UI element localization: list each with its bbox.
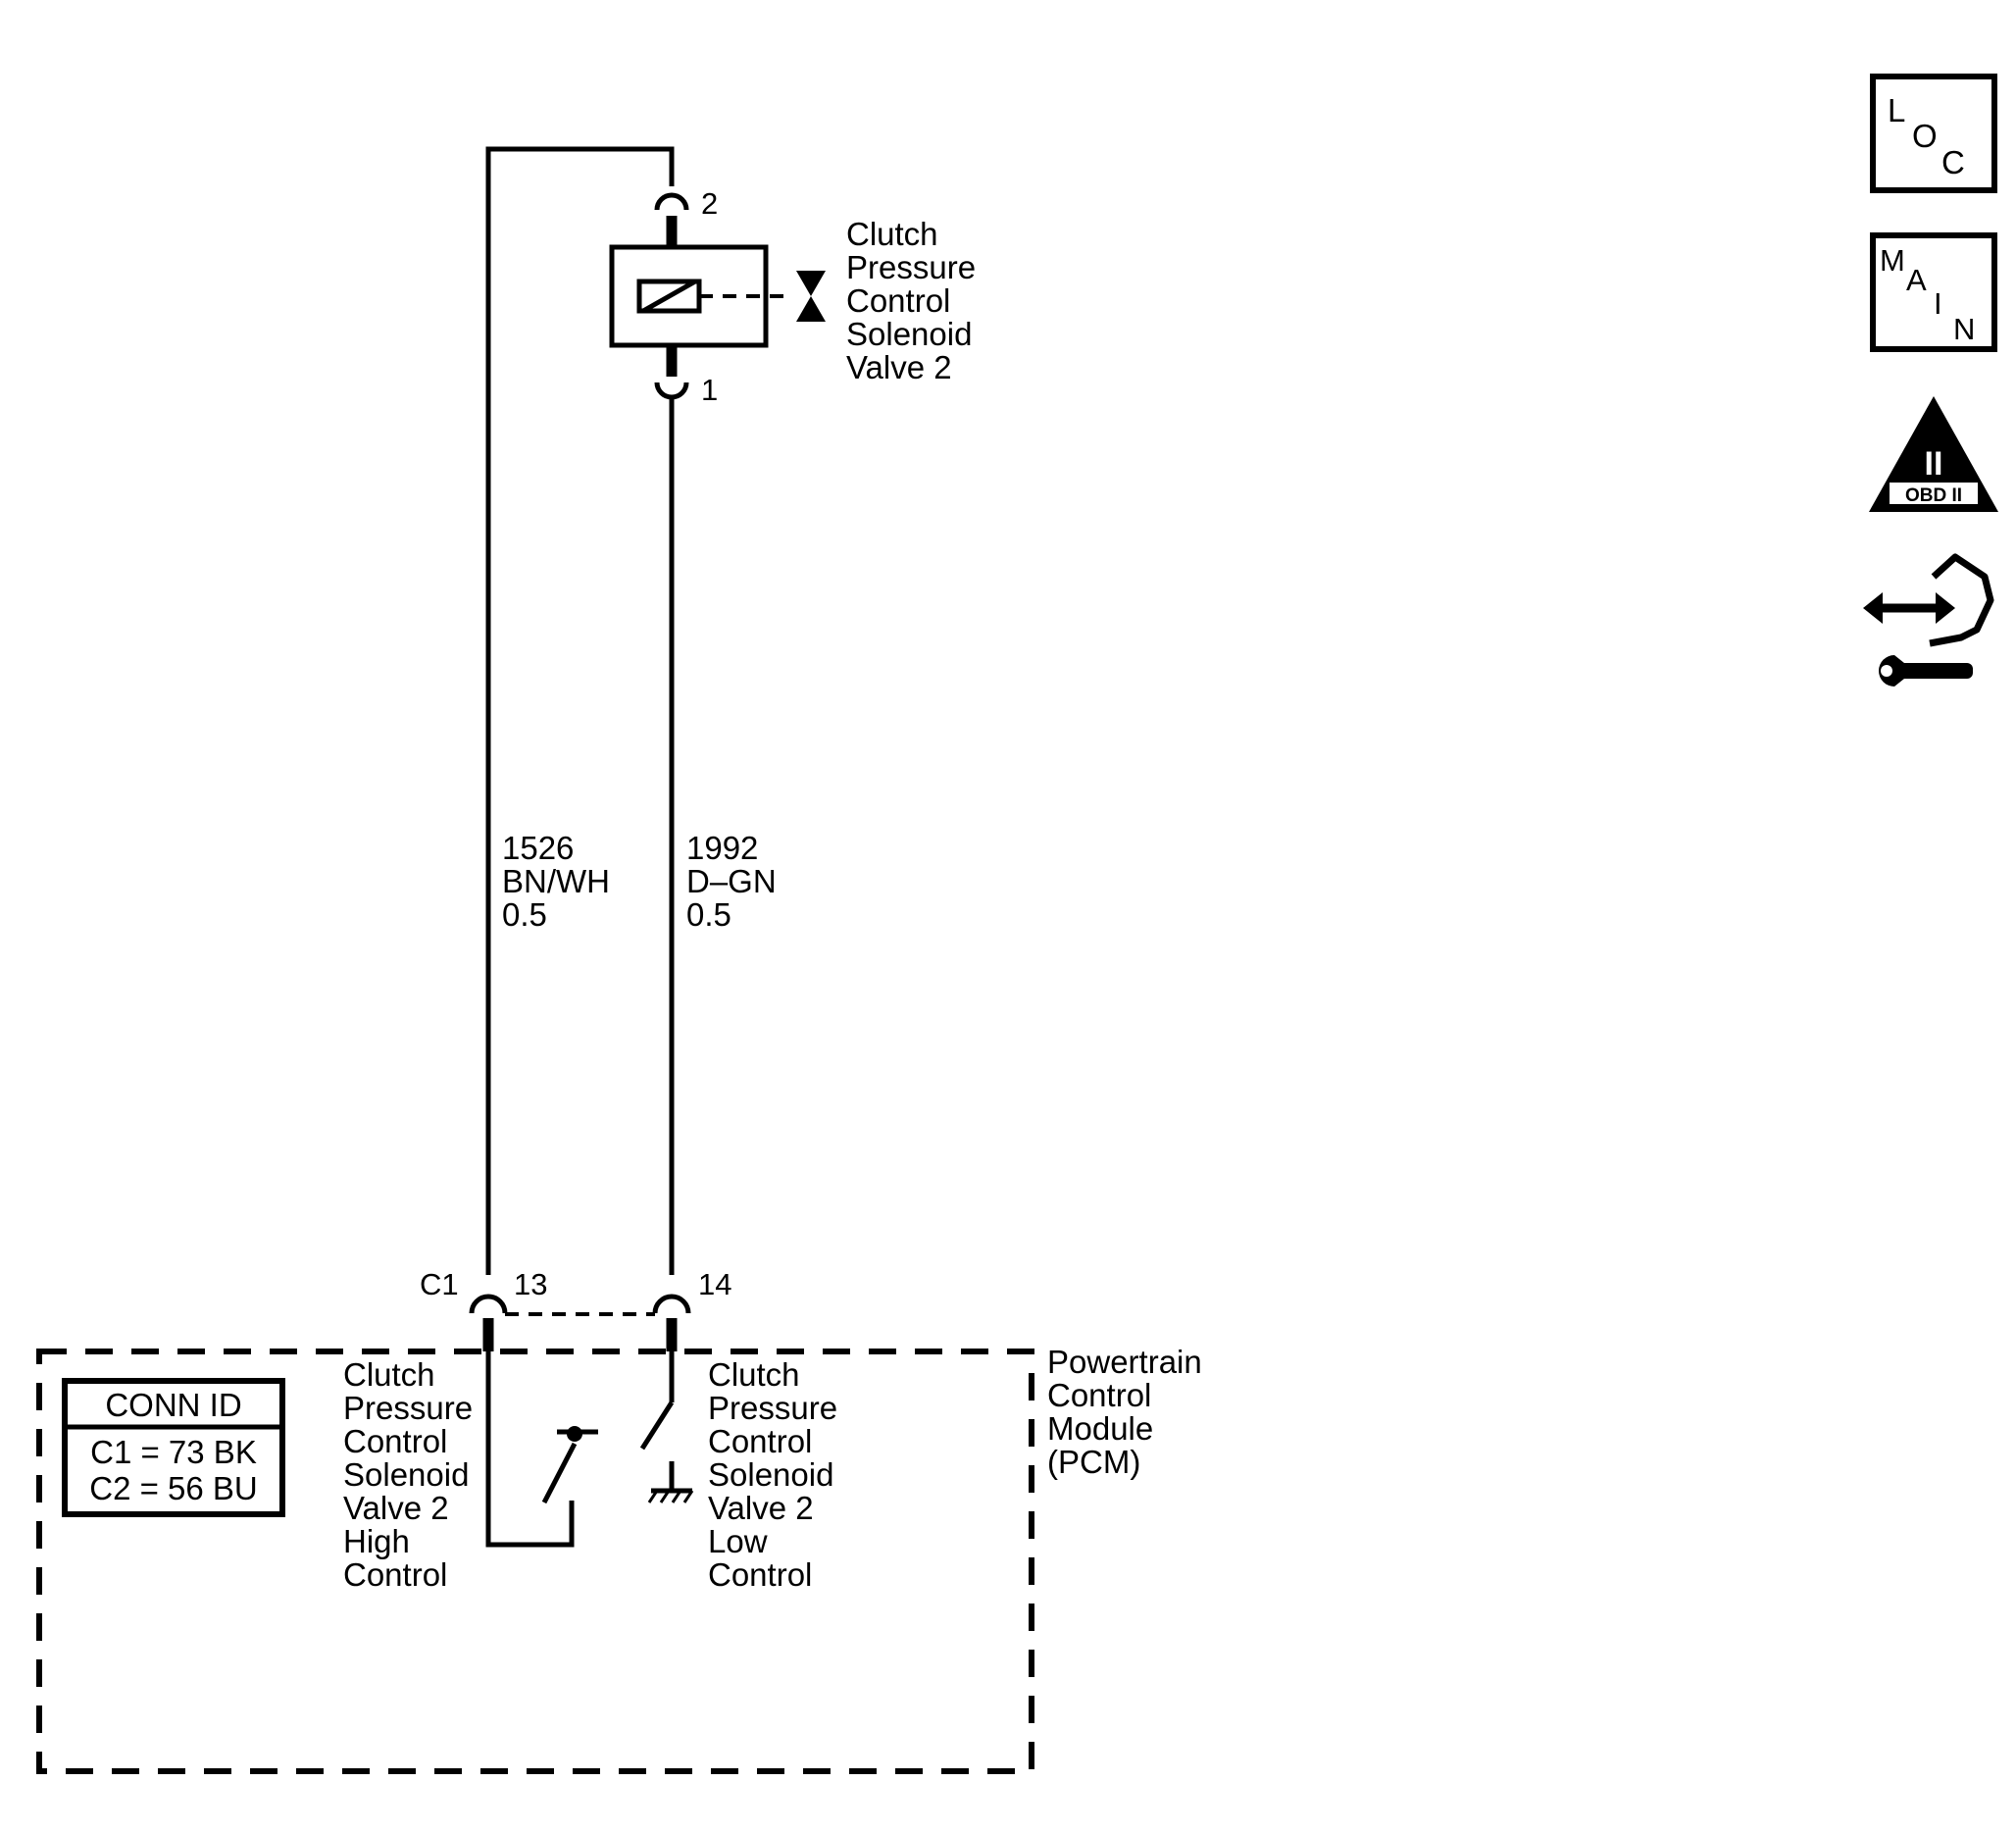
solenoid-pin-2: 2	[701, 186, 718, 221]
wire-gauge: 0.5	[502, 896, 547, 933]
valve-icon	[796, 271, 826, 322]
main-letter: N	[1953, 312, 1975, 346]
conn-id-row: C2 = 56 BU	[89, 1470, 258, 1506]
loc-letter: C	[1941, 144, 1965, 180]
loc-letter: O	[1912, 118, 1938, 154]
high-control-line: Control	[343, 1423, 447, 1459]
obd-ii-icon[interactable]: II OBD II	[1869, 396, 1998, 512]
low-control-label: Clutch Pressure Control Solenoid Valve 2…	[708, 1356, 846, 1593]
low-control-line: Valve 2	[708, 1490, 814, 1526]
wire-color: BN/WH	[502, 863, 610, 899]
connector-pin-14: 14	[698, 1267, 731, 1301]
low-control-line: Low	[708, 1523, 768, 1559]
component-label: Clutch Pressure Control Solenoid Valve 2	[846, 216, 984, 385]
pcm-label: Powertrain Control Module (PCM)	[1047, 1344, 1211, 1480]
wire-circuit: 1526	[502, 830, 574, 866]
wire-1992-label: 1992 D–GN 0.5	[686, 830, 785, 933]
connector-c1[interactable]	[469, 1294, 691, 1351]
component-label-line: Valve 2	[846, 349, 952, 385]
main-letter: A	[1906, 263, 1927, 297]
component-label-line: Solenoid	[846, 316, 972, 352]
component-label-line: Clutch	[846, 216, 938, 252]
high-control-line: Clutch	[343, 1356, 435, 1393]
component-label-line: Control	[846, 282, 950, 319]
hand-wrench-icon[interactable]	[1863, 553, 1994, 687]
pcm-label-line: Control	[1047, 1377, 1151, 1413]
conn-id-title: CONN ID	[105, 1387, 241, 1423]
wire-1526-label: 1526 BN/WH 0.5	[502, 830, 619, 933]
component-label-line: Pressure	[846, 249, 976, 285]
obd-ii-numeral: II	[1925, 445, 1943, 483]
connector-c1-label: C1	[420, 1267, 459, 1301]
solenoid-pin-1: 1	[701, 373, 718, 407]
wire-gauge: 0.5	[686, 896, 731, 933]
high-control-switch	[485, 1351, 598, 1548]
wire-color: D–GN	[686, 863, 777, 899]
conn-id-row: C1 = 73 BK	[90, 1434, 257, 1470]
main-icon[interactable]: M A I N	[1870, 232, 1997, 352]
low-control-line: Clutch	[708, 1356, 800, 1393]
clutch-pressure-control-solenoid-valve-2[interactable]	[609, 192, 826, 400]
pcm-label-line: (PCM)	[1047, 1444, 1140, 1480]
low-control-line: Pressure	[708, 1390, 837, 1426]
pcm-module[interactable]	[36, 1349, 1034, 1774]
connector-pin-13: 13	[514, 1267, 547, 1301]
main-letter: I	[1934, 286, 1942, 321]
wire-1526[interactable]	[485, 146, 675, 1275]
high-control-line: Solenoid	[343, 1456, 469, 1493]
loc-icon[interactable]: L O C	[1870, 74, 1997, 193]
high-control-line: Valve 2	[343, 1490, 449, 1526]
high-control-line: Pressure	[343, 1390, 473, 1426]
high-control-line: Control	[343, 1556, 447, 1593]
low-control-line: Control	[708, 1423, 812, 1459]
wire-circuit: 1992	[686, 830, 758, 866]
low-control-line: Control	[708, 1556, 812, 1593]
conn-id-table	[62, 1378, 285, 1517]
pcm-label-line: Powertrain	[1047, 1344, 1202, 1380]
obd-ii-label: OBD II	[1905, 485, 1962, 506]
ground-icon	[647, 1488, 694, 1503]
low-control-line: Solenoid	[708, 1456, 833, 1493]
high-control-line: High	[343, 1523, 410, 1559]
main-letter: M	[1880, 243, 1905, 278]
low-control-switch	[639, 1351, 694, 1503]
pcm-label-line: Module	[1047, 1410, 1153, 1447]
high-control-label: Clutch Pressure Control Solenoid Valve 2…	[343, 1356, 481, 1593]
loc-letter: L	[1888, 92, 1905, 128]
